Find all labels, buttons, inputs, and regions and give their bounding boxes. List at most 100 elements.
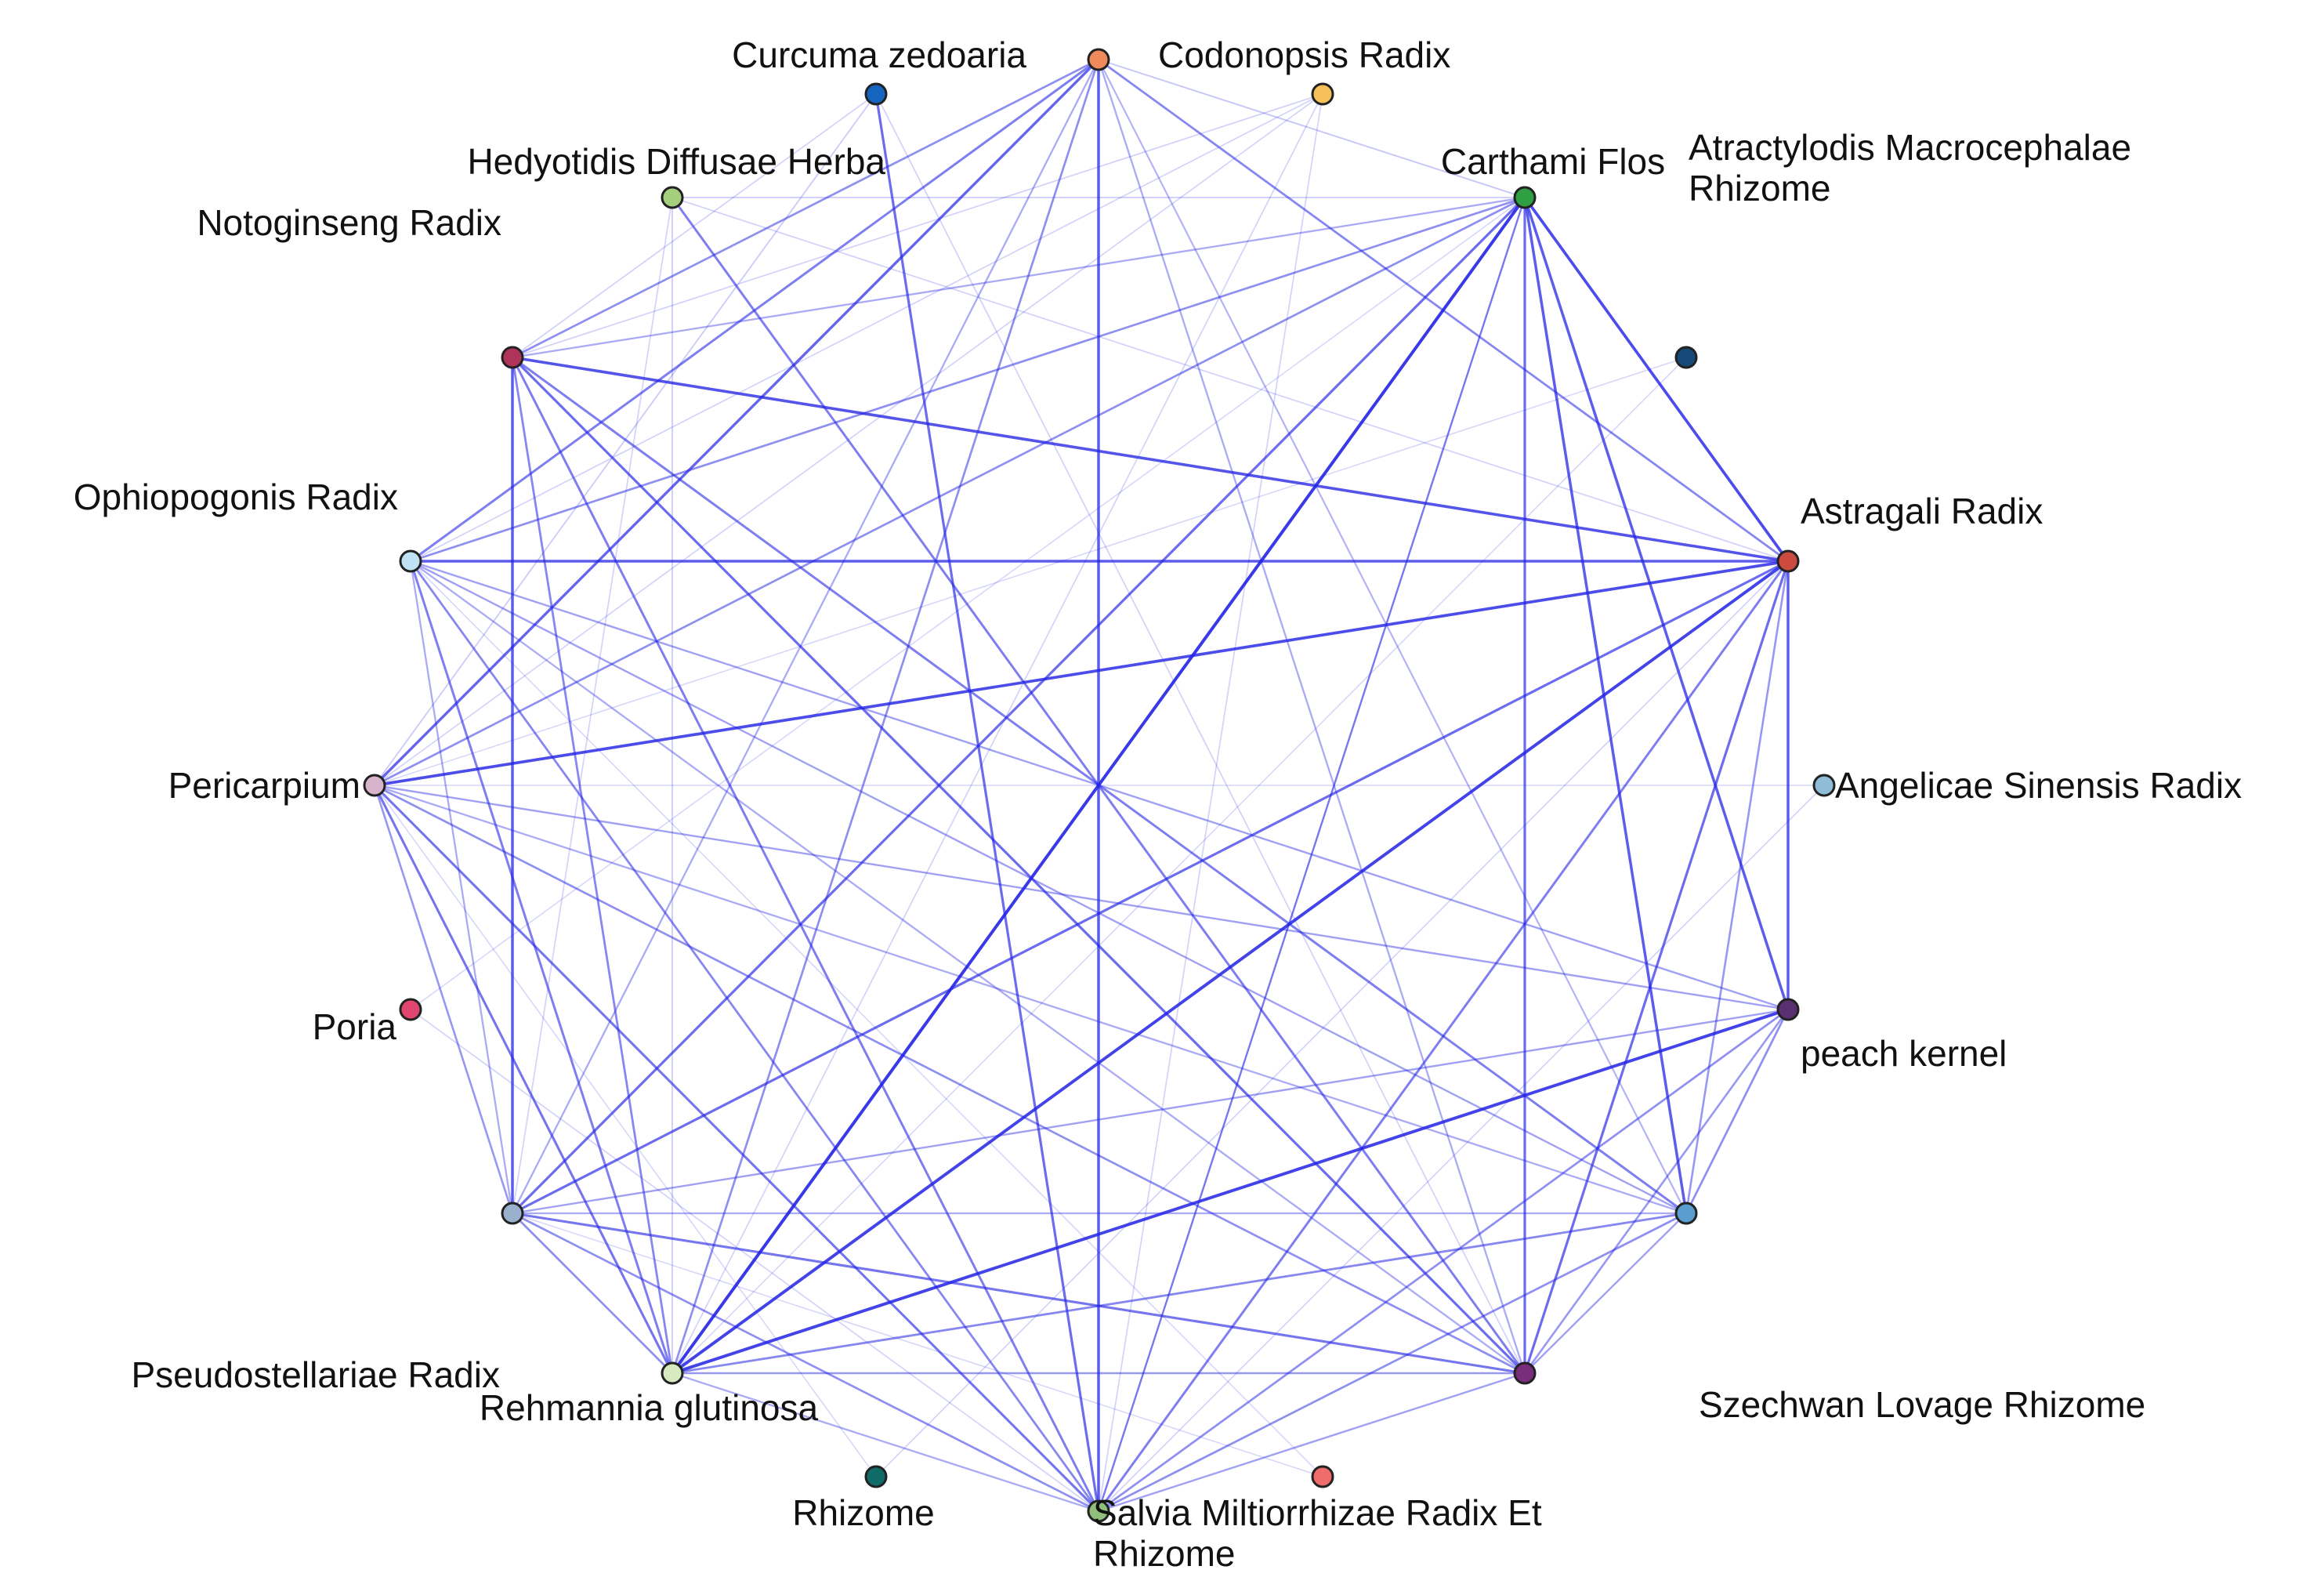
node-steelblue[interactable] (1674, 1202, 1698, 1225)
node-orange_top[interactable] (1087, 48, 1110, 71)
edge-pericarpium-peach (373, 784, 1790, 1011)
node-salvia[interactable] (1087, 1499, 1110, 1523)
node-rhizome[interactable] (864, 1465, 888, 1488)
node-rehmannia[interactable] (661, 1361, 684, 1385)
node-label-notoginseng: Notoginseng Radix (197, 202, 501, 243)
node-pericarpium[interactable] (363, 774, 386, 797)
node-salmon[interactable] (1311, 1465, 1334, 1488)
edge-ophiopogonis-rehmannia (409, 560, 674, 1375)
edge-astragali-greyblue (511, 560, 1790, 1215)
label-layer: Curcuma zedoaria Codonopsis Radix Hedyot… (74, 34, 2242, 1574)
node-label-carthami: Carthami Flos (1441, 141, 1665, 182)
node-carthami[interactable] (1513, 186, 1537, 209)
edge-curcuma-pericarpium (374, 93, 877, 786)
node-crimson[interactable] (501, 346, 524, 369)
edge-orange_top-greyblue (511, 58, 1100, 1215)
node-navy[interactable] (1674, 346, 1698, 369)
node-peach[interactable] (1776, 998, 1800, 1021)
edge-navy-rehmannia (671, 357, 1687, 1374)
node-label-szechwan: Szechwan Lovage Rhizome (1699, 1384, 2145, 1425)
node-label-salvia-text-line2: Rhizome (1093, 1533, 1236, 1574)
edge-crimson-purple_bottom (511, 356, 1526, 1375)
node-angelicae[interactable] (1812, 774, 1836, 797)
edge-greyblue-rehmannia (511, 1212, 674, 1375)
edge-salvia-carthami (1097, 196, 1526, 1513)
node-label-atractylodis-text-line2: Rhizome (1689, 168, 1831, 208)
node-label-codonopsis: Codonopsis Radix (1158, 34, 1450, 75)
edge-crimson-astragali (511, 356, 1790, 563)
node-astragali[interactable] (1776, 549, 1800, 573)
edge-layer (373, 58, 1825, 1513)
edge-greyblue-salvia (511, 1212, 1100, 1513)
node-greyblue[interactable] (501, 1202, 524, 1225)
node-hedyotidis[interactable] (661, 186, 684, 209)
edge-codonopsis-ophiopogonis (410, 93, 1323, 562)
edge-codonopsis-rehmannia (671, 93, 1323, 1374)
edge-ophiopogonis-peach (409, 560, 1790, 1011)
node-label-atractylodis: Atractylodis Macrocephalae Rhizome (1689, 127, 2141, 208)
edge-poria-salvia (410, 1009, 1099, 1512)
edge-crimson-carthami (511, 196, 1526, 359)
node-codonopsis[interactable] (1311, 82, 1334, 106)
edge-codonopsis-crimson (512, 93, 1323, 358)
edge-crimson-steelblue (511, 356, 1688, 1215)
edge-astragali-purple_bottom (1523, 560, 1790, 1375)
edge-purple_bottom-peach (1523, 1008, 1790, 1375)
node-label-hedyotidis: Hedyotidis Diffusae Herba (467, 141, 885, 182)
node-layer (363, 48, 1836, 1523)
edge-crimson-salvia (511, 356, 1100, 1513)
edge-carthami-astragali (1523, 196, 1790, 563)
edge-greyblue-carthami (511, 196, 1526, 1215)
edge-rhizome-pericarpium (374, 785, 877, 1477)
node-poria[interactable] (399, 998, 422, 1021)
edge-ophiopogonis-steelblue (409, 560, 1688, 1215)
edge-peach-steelblue (1685, 1008, 1790, 1215)
edge-pericarpium-rehmannia (373, 784, 674, 1375)
edge-rehmannia-salvia (671, 1372, 1100, 1513)
node-label-salvia-text: Salvia Miltiorrhizae Radix Et (1093, 1492, 1542, 1533)
edge-angelicae-salvia (1098, 785, 1825, 1512)
node-label-curcuma: Curcuma zedoaria (732, 34, 1026, 75)
edge-rhizome-astragali (875, 560, 1789, 1477)
edge-ophiopogonis-purple_bottom (409, 560, 1526, 1375)
edge-purple_bottom-steelblue (1523, 1212, 1688, 1375)
edge-codonopsis-pericarpium (374, 93, 1323, 786)
node-purple_bottom[interactable] (1513, 1361, 1537, 1385)
node-label-atractylodis-text: Atractylodis Macrocephalae (1689, 127, 2131, 168)
edge-pericarpium-carthami (373, 196, 1526, 787)
edge-pericarpium-purple_bottom (373, 784, 1526, 1375)
edge-curcuma-crimson (512, 93, 877, 358)
edge-orange_top-astragali (1097, 58, 1790, 563)
edge-orange_top-pericarpium (373, 58, 1100, 787)
edge-salvia-purple_bottom (1097, 1372, 1526, 1513)
edge-salvia-steelblue (1097, 1212, 1688, 1513)
edge-ophiopogonis-carthami (409, 196, 1526, 563)
edge-greyblue-purple_bottom (511, 1212, 1526, 1375)
edge-orange_top-steelblue (1097, 58, 1688, 1215)
node-label-peach: peach kernel (1801, 1033, 2007, 1074)
edge-poria-carthami (410, 197, 1526, 1010)
node-curcuma[interactable] (864, 82, 888, 106)
edge-steelblue-astragali (1685, 560, 1790, 1215)
edge-crimson-rehmannia (511, 356, 674, 1375)
node-label-astragali: Astragali Radix (1801, 491, 2043, 531)
edge-orange_top-crimson (511, 58, 1100, 359)
node-label-rehmannia: Rehmannia glutinosa (480, 1387, 819, 1428)
edge-ophiopogonis-greyblue (409, 560, 514, 1215)
edge-codonopsis-salvia (1098, 93, 1323, 1512)
edge-carthami-salvia (1097, 196, 1526, 1513)
node-ophiopogonis[interactable] (399, 549, 422, 573)
edge-salmon-greyblue (512, 1213, 1323, 1477)
edge-pericarpium-salvia (373, 784, 1100, 1513)
node-label-poria: Poria (313, 1006, 397, 1047)
edge-hedyotidis-astragali (671, 197, 1789, 562)
node-label-rhizome: Rhizome (792, 1492, 935, 1533)
node-label-salvia: Salvia Miltiorrhizae Radix Et Rhizome (1093, 1492, 1551, 1574)
node-label-ophiopogonis: Ophiopogonis Radix (74, 477, 398, 517)
edge-orange_top-carthami (1098, 59, 1526, 198)
edge-salmon-ophiopogonis (410, 560, 1323, 1477)
edge-carthami-peach (1523, 196, 1790, 1011)
edge-curcuma-purple_bottom (875, 93, 1526, 1374)
edge-ophiopogonis-salvia (409, 560, 1100, 1513)
